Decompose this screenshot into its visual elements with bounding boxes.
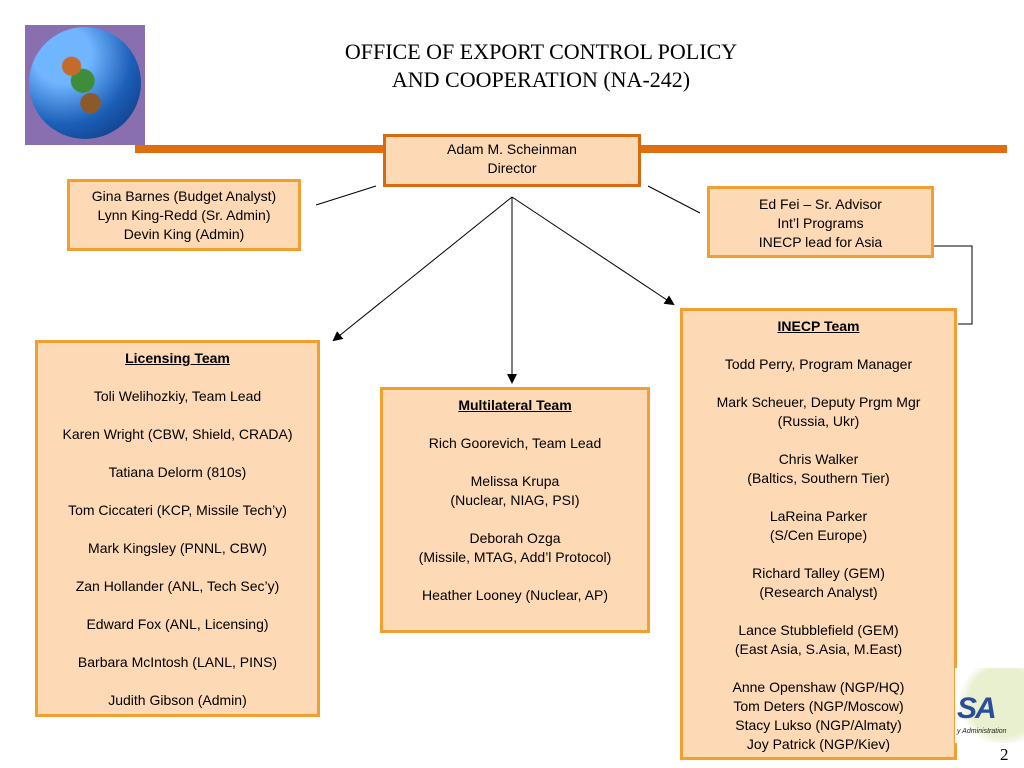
inecp-member: Lance Stubblefield (GEM) [738,622,899,638]
inecp-member: Chris Walker [778,451,859,467]
logo-letters: SA [957,692,997,725]
multilateral-member: Melissa Krupa [470,473,560,489]
inecp-member: Todd Perry, Program Manager [724,356,913,372]
admin-staff-box: Gina Barnes (Budget Analyst) Lynn King-R… [67,179,301,251]
licensing-member: Mark Kingsley (PNNL, CBW) [88,540,267,556]
licensing-member: Tatiana Delorm (810s) [108,464,247,480]
advisor-line: INECP lead for Asia [758,234,883,250]
admin-staff-member: Devin King (Admin) [123,226,245,242]
multilateral-member-detail: (Missile, MTAG, Add’l Protocol) [418,549,612,565]
director-name: Adam M. Scheinman [447,141,577,157]
licensing-member: Tom Ciccateri (KCP, Missile Tech’y) [68,502,287,518]
inecp-member-detail: (S/Cen Europe) [769,527,868,543]
globe-icon [29,27,141,139]
inecp-member-detail: (East Asia, S.Asia, M.East) [734,641,903,657]
multilateral-member-detail: (Nuclear, NIAG, PSI) [450,492,580,508]
inecp-member: LaReina Parker [769,508,868,524]
director-role: Director [487,160,537,176]
connector-admin [315,185,377,206]
page-title: OFFICE OF EXPORT CONTROL POLICY AND COOP… [200,38,882,94]
multilateral-member: Rich Goorevich, Team Lead [428,435,602,451]
director-box: Adam M. Scheinman Director [383,134,641,187]
title-line-1: OFFICE OF EXPORT CONTROL POLICY [344,39,738,64]
inecp-member: Richard Talley (GEM) [752,565,885,581]
multilateral-team-title: Multilateral Team [458,397,572,413]
licensing-member: Toli Welihozkiy, Team Lead [93,388,262,404]
multilateral-team-box: Multilateral Team Rich Goorevich, Team L… [380,387,650,633]
multilateral-member: Deborah Ozga [469,530,561,546]
licensing-member: Judith Gibson (Admin) [108,692,247,708]
agency-logo: SA y Administration [955,668,1024,743]
licensing-member: Karen Wright (CBW, Shield, CRADA) [62,426,293,442]
inecp-member-detail: (Baltics, Southern Tier) [747,470,890,486]
licensing-member: Edward Fox (ANL, Licensing) [86,616,269,632]
admin-staff-member: Lynn King-Redd (Sr. Admin) [97,207,271,223]
licensing-team-box: Licensing Team Toli Welihozkiy, Team Lea… [35,340,320,717]
logo-caption: y Administration [957,728,1007,735]
inecp-member: Mark Scheuer, Deputy Prgm Mgr [716,394,921,410]
advisor-line: Ed Fei – Sr. Advisor [759,196,882,212]
multilateral-member: Heather Looney (Nuclear, AP) [422,587,608,603]
arrow-licensing [332,196,513,342]
arrow-inecp [511,196,675,306]
inecp-team-box: INECP Team Todd Perry, Program Manager M… [680,308,957,760]
advisor-box: Ed Fei – Sr. Advisor Int’l Programs INEC… [707,186,934,258]
licensing-member: Zan Hollander (ANL, Tech Sec’y) [75,578,280,594]
admin-staff-member: Gina Barnes (Budget Analyst) [91,188,277,204]
inecp-member: Anne Openshaw (NGP/HQ) [732,679,905,695]
advisor-line: Int’l Programs [777,215,864,231]
licensing-team-title: Licensing Team [125,350,230,366]
inecp-member: Stacy Lukso (NGP/Almaty) [735,717,902,733]
inecp-member-detail: (Research Analyst) [759,584,878,600]
licensing-member: Barbara McIntosh (LANL, PINS) [77,654,278,670]
inecp-member: Tom Deters (NGP/Moscow) [733,698,904,714]
globe-image [25,25,145,145]
page-number: 2 [1000,745,1009,764]
inecp-member: Joy Patrick (NGP/Kiev) [746,736,891,752]
connector-advisor [647,185,701,214]
inecp-member-detail: (Russia, Ukr) [777,413,860,429]
title-line-2: AND COOPERATION (NA-242) [391,67,691,92]
inecp-team-title: INECP Team [777,318,860,334]
